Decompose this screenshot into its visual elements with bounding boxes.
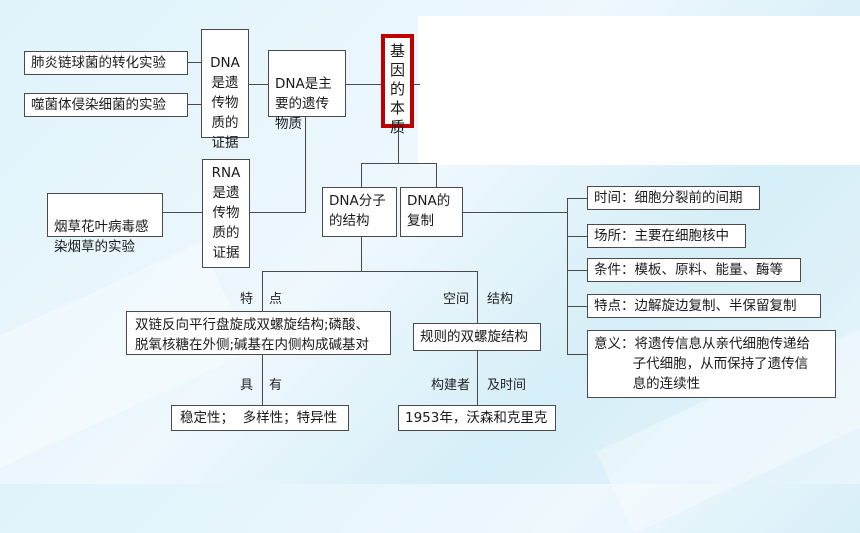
tmv-experiment-box: 烟草花叶病毒感 染烟草的实验 (47, 193, 163, 255)
feature-label-te: 特 (240, 292, 254, 307)
connector-line (262, 271, 478, 273)
properties-text: 稳定性； 多样性；特异性 (180, 410, 338, 426)
replication-conditions-text: 条件：模板、原料、能量、酶等 (594, 262, 783, 278)
feature-label-dian: 点 (269, 292, 283, 307)
phage-experiment-text: 噬菌体侵染细菌的实验 (31, 97, 166, 113)
replication-traits-text: 特点：边解旋边复制、半保留复制 (594, 298, 797, 314)
replication-place-text: 场所：主要在细胞核中 (594, 228, 729, 244)
replication-place-box: 场所：主要在细胞核中 (587, 224, 746, 248)
connector-line (361, 163, 363, 187)
properties-box: 稳定性； 多样性；特异性 (171, 405, 349, 431)
spatial-structure-box: 规则的双螺旋结构 (413, 323, 541, 351)
dna-evidence-text: DNA 是遗 传物 质的 证据 (210, 55, 240, 151)
connector-line (262, 271, 264, 311)
connector-line (567, 306, 587, 308)
connector-line (567, 236, 587, 238)
connector-line (463, 212, 567, 214)
and-time-label: 及时间 (487, 378, 527, 393)
tmv-experiment-text: 烟草花叶病毒感 染烟草的实验 (54, 219, 149, 255)
dna-main-text: DNA是主 要的遗传 物质 (275, 76, 332, 132)
dna-evidence-box: DNA 是遗 传物 质的 证据 (201, 29, 249, 151)
gene-essence-core-box: 基 因 的 本 质 (381, 34, 414, 136)
connector-line (436, 163, 438, 187)
builder-label: 构建者 (431, 378, 471, 393)
connector-line (188, 104, 201, 106)
pneumococcus-experiment-text: 肺炎链球菌的转化实验 (31, 55, 166, 71)
phage-experiment-box: 噬菌体侵染细菌的实验 (24, 93, 188, 117)
rna-evidence-text: RNA 是遗 传物 质的 证据 (211, 165, 241, 261)
connector-line (567, 198, 569, 354)
double-helix-feature-text: 双链反向平行盘旋成双螺旋结构;磷酸、 脱氧核糖在外侧;碱基在内侧构成碱基对 (135, 317, 370, 353)
structure-label: 结构 (487, 292, 514, 307)
connector-line (361, 163, 437, 165)
replication-conditions-box: 条件：模板、原料、能量、酶等 (587, 258, 801, 282)
connector-line (477, 351, 479, 405)
connector-line (188, 62, 201, 64)
replication-time-text: 时间：细胞分裂前的间期 (594, 190, 743, 206)
background-shape (0, 242, 252, 478)
connector-line (249, 212, 306, 214)
replication-meaning-box: 意义：将遗传信息从亲代细胞传递给 子代细胞，从而保持了遗传信 息的连续性 (587, 330, 836, 398)
spatial-structure-text: 规则的双螺旋结构 (420, 329, 528, 345)
builders-text: 1953年，沃森和克里克 (405, 410, 548, 426)
connector-line (262, 355, 264, 405)
connector-line (414, 84, 420, 86)
having-label-ju: 具 (240, 378, 254, 393)
connector-line (477, 271, 479, 323)
replication-time-box: 时间：细胞分裂前的间期 (587, 186, 760, 210)
dna-main-box: DNA是主 要的遗传 物质 (268, 50, 346, 132)
dna-structure-text: DNA分子 的结构 (329, 193, 386, 229)
connector-line (305, 117, 307, 212)
connector-line (567, 270, 587, 272)
connector-line (249, 84, 268, 86)
gene-essence-text: 基 因 的 本 质 (389, 42, 405, 136)
double-helix-feature-box: 双链反向平行盘旋成双螺旋结构;磷酸、 脱氧核糖在外侧;碱基在内侧构成碱基对 (126, 311, 391, 355)
pneumococcus-experiment-box: 肺炎链球菌的转化实验 (24, 51, 188, 75)
dna-replication-box: DNA的 复制 (400, 187, 463, 237)
replication-meaning-text: 意义：将遗传信息从亲代细胞传递给 子代细胞，从而保持了遗传信 息的连续性 (594, 336, 810, 392)
connector-line (346, 84, 381, 86)
connector-line (398, 128, 400, 163)
blank-panel (418, 16, 860, 165)
dna-structure-box: DNA分子 的结构 (322, 187, 397, 237)
connector-line (163, 212, 202, 214)
having-label-you: 有 (269, 378, 283, 393)
dna-replication-text: DNA的 复制 (407, 193, 451, 229)
rna-evidence-box: RNA 是遗 传物 质的 证据 (202, 159, 250, 268)
replication-traits-box: 特点：边解旋边复制、半保留复制 (587, 294, 821, 318)
connector-line (567, 198, 587, 200)
connector-line (567, 354, 587, 356)
spatial-label: 空间 (443, 292, 470, 307)
builders-box: 1953年，沃森和克里克 (398, 405, 556, 431)
connector-line (361, 237, 363, 271)
